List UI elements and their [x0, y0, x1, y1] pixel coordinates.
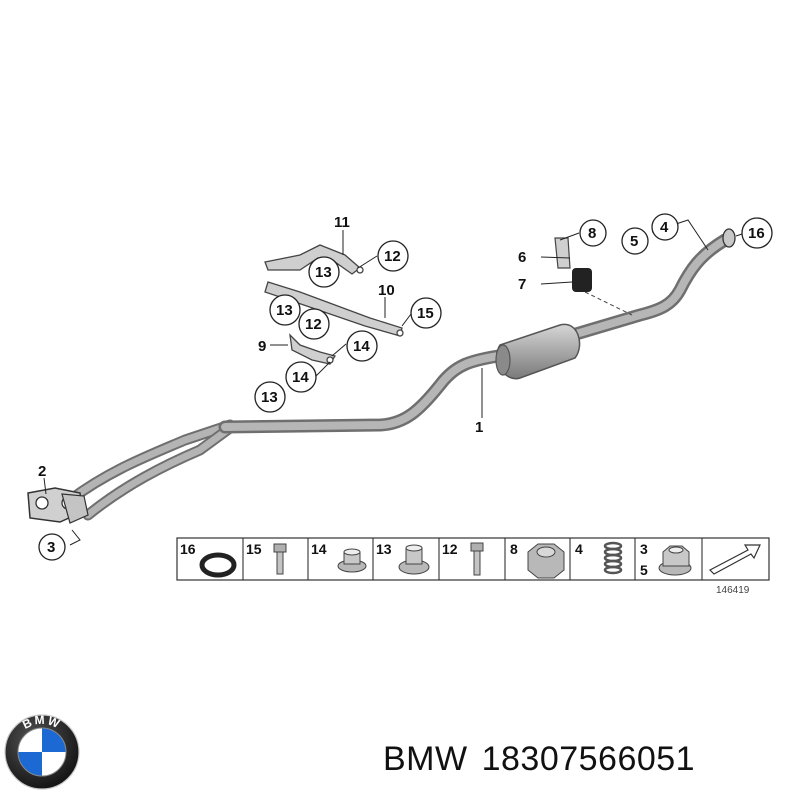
legend-item-12: 12	[442, 541, 484, 576]
svg-text:8: 8	[588, 225, 596, 242]
callout-13-middle: 13	[269, 294, 301, 326]
callout-10: 10	[378, 282, 395, 299]
callout-15: 15	[410, 297, 442, 329]
svg-text:12: 12	[384, 248, 401, 265]
svg-text:7: 7	[518, 276, 526, 293]
product-caption: BMW 18307566051	[383, 740, 709, 779]
callout-6: 6	[518, 249, 526, 266]
callout-11: 11	[334, 214, 350, 231]
svg-text:2: 2	[38, 463, 46, 480]
callout-14-lower: 14	[285, 361, 317, 393]
svg-text:11: 11	[334, 214, 350, 231]
callout-1: 1	[475, 419, 483, 436]
svg-text:14: 14	[311, 541, 327, 557]
bmw-logo: BMW	[4, 713, 80, 790]
collar-nut-icon	[398, 544, 430, 575]
legend-item-13: 13	[376, 541, 430, 575]
svg-text:8: 8	[510, 541, 518, 557]
svg-text:3: 3	[47, 539, 55, 556]
svg-text:4: 4	[660, 219, 669, 236]
callout-5: 5	[621, 227, 649, 255]
callout-3: 3	[38, 533, 66, 561]
callout-2: 2	[38, 463, 46, 480]
svg-text:5: 5	[630, 233, 638, 250]
parts-legend: 16 15 14 13 12	[176, 537, 770, 581]
callout-13-upper: 13	[308, 256, 340, 288]
callout-8: 8	[579, 219, 607, 247]
leader-lines	[43, 219, 743, 546]
svg-text:15: 15	[246, 541, 262, 557]
svg-text:16: 16	[180, 541, 196, 557]
front-flange	[27, 487, 89, 524]
svg-text:BMW: BMW	[20, 713, 63, 732]
svg-text:15: 15	[417, 305, 434, 322]
svg-text:12: 12	[442, 541, 458, 557]
washer-nut-icon	[337, 548, 367, 573]
callout-13-lower: 13	[254, 381, 286, 413]
svg-text:13: 13	[315, 264, 332, 281]
bolt-icon	[273, 543, 287, 575]
svg-text:13: 13	[261, 389, 278, 406]
legend-item-14: 14	[311, 541, 367, 573]
svg-text:14: 14	[292, 369, 309, 386]
rubber-mount	[554, 237, 633, 316]
screw-icon	[470, 542, 484, 576]
svg-text:3: 3	[640, 541, 648, 557]
direction-arrow-icon	[708, 544, 761, 575]
gasket-ring-icon	[199, 552, 237, 578]
callout-7: 7	[518, 276, 526, 293]
legend-item-8: 8	[510, 541, 565, 579]
svg-text:10: 10	[378, 282, 395, 299]
bracket-assembly	[264, 244, 404, 365]
hex-nut-icon	[527, 543, 565, 579]
callout-14-upper: 14	[346, 330, 378, 362]
part-number: 18307566051	[481, 740, 696, 778]
svg-text:16: 16	[748, 225, 765, 242]
callout-12-lower: 12	[298, 308, 330, 340]
flange-nut-icon	[658, 545, 692, 576]
diagram-reference-number: 146419	[716, 585, 750, 596]
brand-name: BMW	[383, 740, 468, 778]
callout-4: 4	[651, 213, 679, 241]
exhaust-pipe	[27, 228, 736, 524]
legend-item-4: 4	[575, 541, 623, 575]
svg-text:12: 12	[305, 316, 322, 333]
center-silencer	[495, 323, 581, 380]
legend-item-15: 15	[246, 541, 287, 575]
rear-flange	[722, 228, 736, 248]
callout-16: 16	[741, 217, 773, 249]
spring-icon	[603, 541, 623, 575]
svg-text:14: 14	[353, 338, 370, 355]
legend-item-16: 16	[180, 541, 237, 578]
svg-text:6: 6	[518, 249, 526, 266]
callout-9: 9	[258, 338, 266, 355]
callout-12-upper: 12	[377, 240, 409, 272]
svg-text:1: 1	[475, 419, 483, 436]
svg-text:13: 13	[276, 302, 293, 319]
svg-text:4: 4	[575, 541, 583, 557]
svg-text:5: 5	[640, 562, 648, 578]
svg-text:9: 9	[258, 338, 266, 355]
legend-item-3-5: 3 5	[640, 541, 692, 578]
legend-direction-arrow	[708, 544, 761, 575]
svg-text:13: 13	[376, 541, 392, 557]
